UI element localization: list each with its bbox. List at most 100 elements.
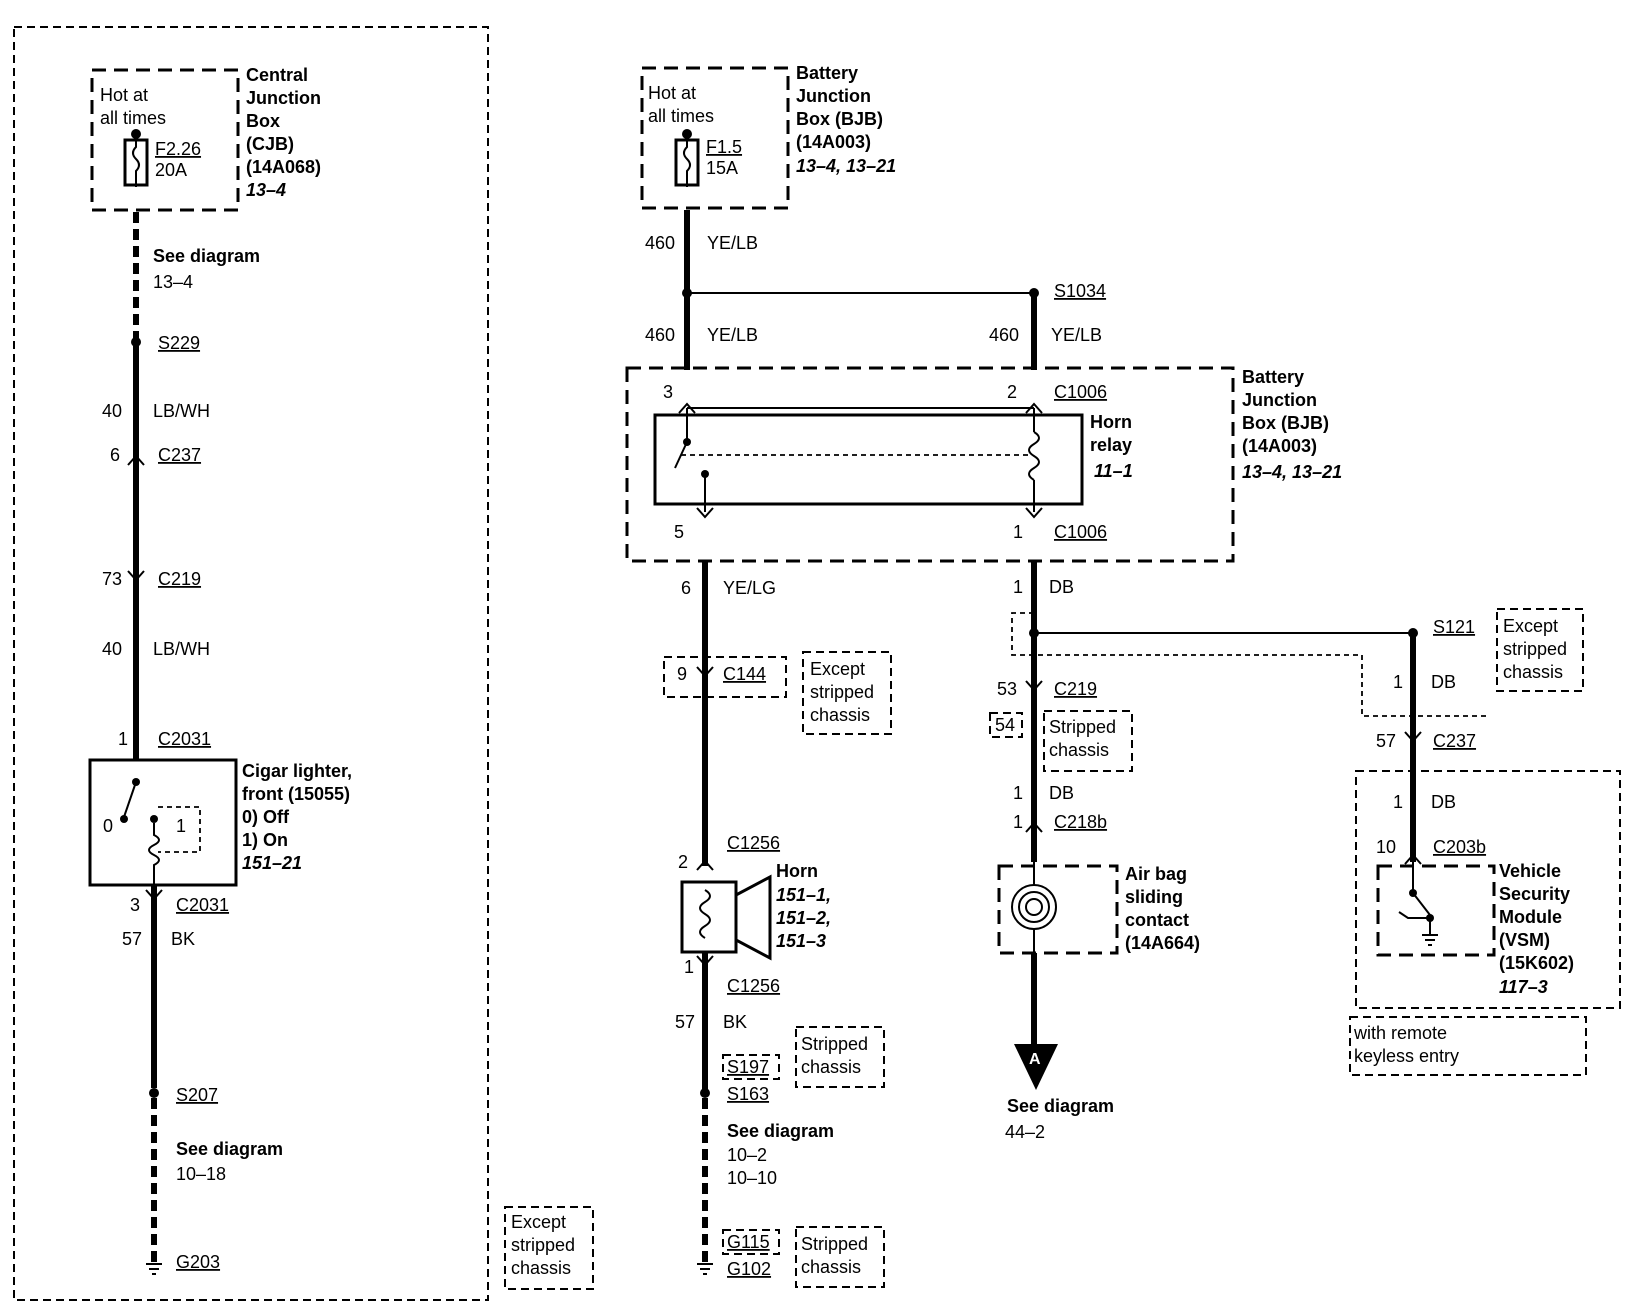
fuse-element-icon [132,137,140,187]
splice-s1034-dot [1029,288,1039,298]
see-diagram-top-2: 13–4 [153,272,193,292]
keyless-note-2: keyless entry [1354,1046,1459,1066]
lighter-name-1: Cigar lighter, [242,761,352,781]
connector-c1256-bottom: C1256 [727,976,780,996]
airbag-name-3: contact [1125,910,1189,930]
bjb-ref: 13–4, 13–21 [796,156,896,176]
connector-c237-vsm-icon [1404,731,1422,743]
except-c144-3: chassis [810,705,870,725]
except-bottom-2: stripped [511,1235,575,1255]
stripped-c219-2: chassis [1049,740,1109,760]
horn-relay-ref: 11–1 [1094,461,1133,481]
stripped-note-s197: Stripped chassis [795,1026,885,1088]
relay-pin-1: 1 [1013,522,1023,542]
see-diagram-top-1: See diagram [153,246,260,266]
relay-pin-1-icon [1025,507,1043,519]
cjb-name-2: Junction [246,88,321,108]
except-bottom-1: Except [511,1212,566,1232]
lighter-state-on: 1) On [242,830,288,850]
central-junction-box: Hot at all times F2.26 20A Central Junct… [90,65,321,212]
connector-c1006-bottom: C1006 [1054,522,1107,542]
except-stripped-note-c144: Except stripped chassis [802,651,892,735]
circuit-number-1-vsm-b: 1 [1393,792,1403,812]
pin-1-airbag: 1 [1013,812,1023,832]
connector-c1256-top-icon [696,859,714,871]
wire-color-lbwh-b: LB/WH [153,639,210,659]
bjb-fuse-amps: 15A [706,158,738,178]
horn-ref-2: 151–2, [776,908,831,928]
cjb-hot-label-1: Hot at [100,85,148,105]
connector-c144: C144 [723,664,766,684]
heating-element-icon [148,823,160,885]
circuit-cigar-lighter: Hot at all times F2.26 20A Central Junct… [13,26,489,1301]
stripped-s197-1: Stripped [801,1034,868,1054]
vsm-switch-icon [1412,892,1431,916]
see-diagram-bottom-2: 10–18 [176,1164,226,1184]
connector-c219: C219 [158,569,201,589]
relay-pin-3-icon [678,402,696,414]
connector-a-label: A [1029,1051,1041,1068]
except-stripped-region-border [1011,612,1486,717]
see-diagram-bottom-1: See diagram [176,1139,283,1159]
circuit-number-1a: 1 [1013,577,1023,597]
horn-relay [653,413,1084,506]
wire-color-bk-horn: BK [723,1012,747,1032]
ground-g102: G102 [727,1259,771,1279]
bjb-hot-label-2: all times [648,106,714,126]
relay-pin-2-icon [1025,402,1043,414]
airbag-sliding-contact: Air bag sliding contact (14A664) [997,836,1200,955]
airbag-name-2: sliding [1125,887,1183,907]
connector-c203b-icon [1404,853,1422,865]
vehicle-security-module: Vehicle Security Module (VSM) (15K602) 1… [1376,861,1574,997]
splice-s207: S207 [176,1085,218,1105]
splice-s163: S163 [727,1084,769,1104]
bjb-name-2: Junction [796,86,871,106]
cjb-name-4: (CJB) [246,134,294,154]
stripped-s197-2: chassis [801,1057,861,1077]
ground-g203: G203 [176,1252,220,1272]
bjb-name-1: Battery [796,63,858,83]
horn-pin-2: 2 [678,852,688,872]
see-diagram-horn-1: See diagram [727,1121,834,1141]
circuit-number-57: 57 [122,929,142,949]
relay-bjb-name-3: Box (BJB) [1242,413,1329,433]
pin-3: 3 [130,895,140,915]
connector-c237-vsm: C237 [1433,731,1476,751]
relay-pin-5-icon [696,507,714,519]
splice-s197: S197 [727,1057,769,1077]
circuit-vehicle-security-module: S121 Except stripped chassis 1 DB 57 C23… [1349,608,1621,1076]
pin-6: 6 [110,445,120,465]
circuit-number-460c: 460 [989,325,1019,345]
wire-color-db-vsm-b: DB [1431,792,1456,812]
connector-c218b-icon [1025,821,1043,833]
keyless-note-1: with remote [1353,1023,1447,1043]
cigar-lighter: 0 1 Cigar lighter, front (15055) 0) Off … [88,758,352,887]
battery-junction-box-fuse: Hot at all times F1.5 15A Battery Juncti… [640,63,896,210]
connector-c2031-bottom-icon [145,889,163,901]
circuit-number-460b: 460 [645,325,675,345]
horn-relay-junction-box: Battery Junction Box (BJB) (14A003) 13–4… [625,366,1342,563]
stripped-g115-1: Stripped [801,1234,868,1254]
connector-c144-icon [696,666,714,678]
relay-pin-5: 5 [674,522,684,542]
pin-57-vsm: 57 [1376,731,1396,751]
cjb-fuse-id: F2.26 [155,139,201,159]
connector-c237-icon [127,454,145,466]
vsm-outer-dashed-border [1355,770,1621,1009]
see-diagram-airbag-2: 44–2 [1005,1122,1045,1142]
splice-s121: S121 [1433,617,1475,637]
bjb-name-3: Box (BJB) [796,109,883,129]
c144-dashed-box [663,656,787,698]
relay-pin-3: 3 [663,382,673,402]
cjb-name-5: (14A068) [246,157,321,177]
vsm-name-3: Module [1499,907,1562,927]
relay-bjb-name-1: Battery [1242,367,1304,387]
lighter-pos-1: 1 [176,816,186,836]
connector-c219-icon [127,570,145,582]
except-c144-2: stripped [810,682,874,702]
connector-c218b: C218b [1054,812,1107,832]
cjb-hot-label-2: all times [100,108,166,128]
circuit-number-460a: 460 [645,233,675,253]
pin-1: 1 [118,729,128,749]
circuit-horn: Hot at all times F1.5 15A Battery Juncti… [625,63,1342,1288]
